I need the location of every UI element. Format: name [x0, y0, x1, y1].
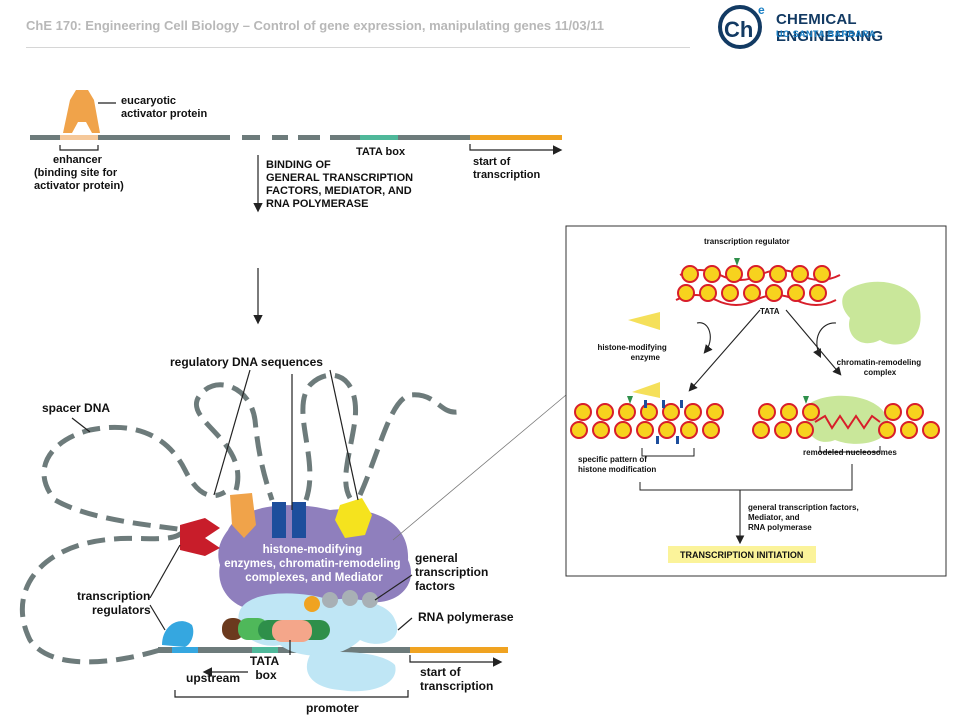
spacer-dna-label: spacer DNA	[42, 401, 110, 415]
inset-panel	[565, 225, 947, 577]
inset-gtf-label: general transcription factors, Mediator,…	[748, 503, 861, 532]
spacer-dna-strand	[19, 424, 227, 665]
activator-protein-shape	[63, 90, 100, 133]
bottom-tata-segment	[252, 647, 278, 653]
inset-regulator-label: transcription regulator	[704, 237, 790, 246]
bottom-tata-label: TATA box	[250, 654, 282, 682]
histone-enzyme-shape	[628, 312, 660, 330]
initiation-box	[668, 546, 816, 563]
tata-label: TATA box	[356, 146, 406, 158]
red-regulator	[180, 518, 220, 556]
inset-remodeling-label: chromatin-remodeling complex	[837, 358, 924, 377]
inset-nucleosomes-top	[677, 258, 831, 302]
blue-factor	[162, 621, 194, 647]
regulatory-dna-label: regulatory DNA sequences	[170, 355, 323, 369]
regulatory-dna-loops	[194, 372, 466, 501]
inset-histone-enzyme-label: histone-modifying enzyme	[597, 343, 669, 362]
blue-regulator	[272, 502, 306, 538]
start-label: start of transcription	[473, 156, 541, 181]
inset-pattern-label: specific pattern of histone modification	[578, 455, 656, 474]
logo-university: UC SANTA BARBARA	[776, 29, 876, 39]
logo-superscript: e	[758, 3, 765, 17]
enhancer-label: enhancer (binding site for activator pro…	[34, 154, 124, 192]
looped-dna-diagram	[19, 369, 508, 698]
rnapol-label: RNA polymerase	[418, 610, 514, 624]
zoom-line	[392, 394, 567, 541]
top-dna-diagram	[30, 90, 563, 325]
logo-symbol: Ch	[724, 17, 753, 42]
binding-label: BINDING OF GENERAL TRANSCRIPTION FACTORS…	[266, 159, 416, 210]
che-logo: Ch e	[718, 3, 765, 49]
remodeling-complex-shape	[842, 281, 921, 345]
inset-initiation-label: TRANSCRIPTION INITIATION	[680, 550, 803, 560]
inset-nucleosomes-right	[752, 395, 940, 444]
tata-box-segment	[360, 135, 398, 140]
promoter-label: promoter	[306, 701, 359, 715]
inset-tata-label: TATA	[760, 307, 780, 316]
yellow-regulator	[335, 498, 372, 538]
header-divider	[26, 47, 690, 48]
regulators-label: transcription regulators	[77, 589, 154, 617]
logo-dept-name: CHEMICAL ENGINEERING	[776, 11, 884, 45]
bottom-start-label: start of transcription	[420, 665, 493, 693]
upstream-label: upstream	[186, 671, 240, 685]
slide-title: ChE 170: Engineering Cell Biology – Cont…	[26, 18, 604, 33]
gtf-label: general transcription factors	[415, 551, 492, 593]
inset-nucleosomes-left	[570, 382, 724, 444]
activator-label: eucaryotic activator protein	[121, 95, 207, 120]
inset-remodeled-label: remodeled nucleosomes	[803, 448, 897, 457]
logo-ring	[718, 5, 762, 49]
gene-segment	[470, 135, 562, 140]
complex-label: histone-modifying enzymes, chromatin-rem…	[224, 544, 404, 584]
bottom-gene-segment	[410, 647, 508, 653]
orange-regulator	[230, 493, 256, 538]
